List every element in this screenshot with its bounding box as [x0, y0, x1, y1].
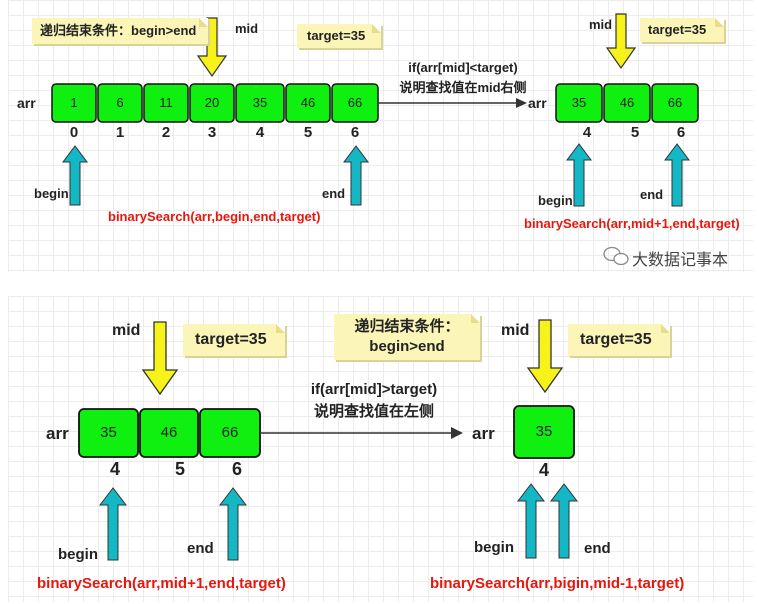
array-index: 0	[69, 124, 79, 141]
arr-label: arr	[472, 424, 495, 443]
array-cell	[651, 83, 699, 123]
array-index: 4	[109, 459, 120, 479]
array-cell	[603, 83, 651, 123]
array-cell	[285, 83, 331, 123]
target-note: target=35	[640, 18, 724, 42]
array-value: 35	[571, 95, 587, 110]
mid-arrow-icon	[526, 319, 564, 394]
panel-separator	[0, 272, 757, 296]
begin-arrow-icon	[62, 145, 88, 206]
array-index: 6	[676, 124, 686, 141]
recursion-condition-line2: begin>end	[369, 338, 445, 355]
array-cell	[235, 83, 285, 123]
condition-note: 说明查找值在mid右侧	[399, 80, 527, 95]
array-index: 4	[255, 124, 265, 141]
array-index: 4	[582, 124, 592, 141]
end-label: end	[640, 187, 664, 202]
transition-arrowhead-icon	[451, 427, 463, 439]
array-index: 6	[231, 459, 242, 479]
array-index: 4	[538, 460, 549, 480]
array-value: 46	[619, 95, 635, 110]
condition-note: 说明查找值在左侧	[313, 403, 434, 420]
array-value: 66	[347, 95, 363, 110]
recursive-call-text: binarySearch(arr,bigin,mid-1,target)	[430, 575, 685, 592]
mid-label: mid	[589, 17, 613, 32]
end-arrow-icon	[343, 145, 369, 206]
array-cell	[189, 83, 235, 123]
begin-label: begin	[538, 193, 573, 208]
begin-arrow-icon	[98, 487, 128, 561]
begin-label: begin	[474, 539, 514, 556]
bottom-left-array	[78, 408, 261, 458]
recursion-condition-note: 递归结束条件： begin>end	[334, 314, 480, 360]
top-right-array	[555, 83, 699, 123]
array-cell	[513, 405, 575, 459]
target-note: target=35	[568, 324, 670, 356]
array-value: 66	[221, 424, 239, 441]
top-left-array	[51, 83, 379, 123]
array-value: 66	[667, 95, 683, 110]
mid-label: mid	[501, 322, 530, 339]
end-arrow-icon	[218, 487, 248, 561]
array-index: 1	[115, 124, 125, 141]
end-label: end	[187, 540, 214, 557]
arr-label: arr	[46, 424, 69, 443]
begin-arrow-icon	[566, 143, 592, 207]
mid-label: mid	[112, 322, 141, 339]
array-value: 6	[116, 95, 124, 110]
array-index: 6	[350, 124, 360, 141]
array-index: 5	[174, 459, 185, 479]
mid-label: mid	[235, 21, 259, 36]
mid-arrow-icon	[605, 13, 637, 70]
begin-arrow-icon	[516, 483, 546, 559]
end-arrow-icon	[549, 483, 579, 559]
array-cell	[143, 83, 189, 123]
recursive-call-text: binarySearch(arr,begin,end,target)	[108, 209, 321, 224]
arr-label: arr	[17, 95, 36, 111]
mid-arrow-icon	[141, 321, 179, 396]
end-label: end	[584, 540, 611, 557]
array-value: 46	[160, 424, 178, 441]
array-index: 5	[630, 124, 640, 141]
transition-arrowhead-icon	[516, 98, 527, 108]
begin-label: begin	[58, 546, 98, 563]
recursive-call-text: binarySearch(arr,mid+1,end,target)	[524, 216, 740, 231]
array-value: 35	[252, 95, 268, 110]
array-value: 20	[204, 95, 220, 110]
begin-label: begin	[34, 186, 69, 201]
array-index: 3	[207, 124, 217, 141]
wechat-icon	[603, 246, 629, 266]
arr-label: arr	[528, 95, 547, 111]
recursion-condition-line1: 递归结束条件：	[354, 318, 460, 335]
array-cell	[51, 83, 97, 123]
mid-arrow-icon	[196, 17, 228, 78]
target-note: target=35	[297, 24, 381, 48]
array-value: 35	[100, 424, 117, 441]
end-arrow-icon	[664, 143, 690, 207]
condition-text: if(arr[mid]>target)	[310, 381, 438, 398]
target-note: target=35	[183, 324, 285, 356]
array-value: 46	[300, 95, 316, 110]
array-index: 5	[303, 124, 313, 141]
array-cell	[555, 83, 603, 123]
recursion-condition-note: 递归结束条件：begin>end	[32, 18, 208, 44]
array-value: 35	[535, 423, 553, 440]
recursive-call-text: binarySearch(arr,mid+1,end,target)	[37, 575, 286, 592]
array-value: 11	[159, 95, 173, 110]
end-label: end	[322, 186, 346, 201]
condition-text: if(arr[mid]<target)	[408, 60, 518, 75]
array-value: 1	[70, 95, 78, 110]
array-cell	[139, 408, 199, 458]
array-cell	[78, 408, 139, 458]
array-index: 2	[161, 124, 171, 141]
watermark-text: 大数据记事本	[632, 252, 729, 269]
array-cell	[97, 83, 143, 123]
